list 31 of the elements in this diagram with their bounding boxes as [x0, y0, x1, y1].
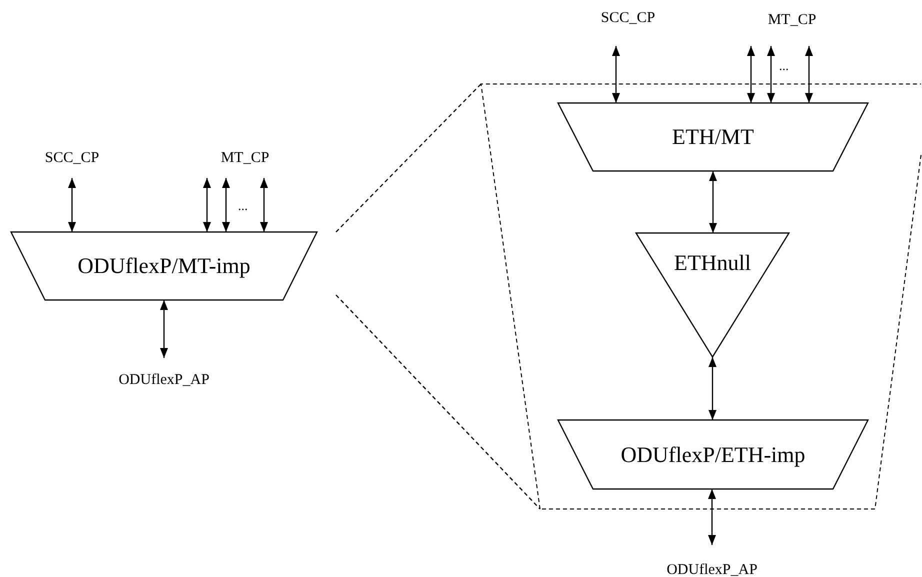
trapezoid-block [558, 103, 868, 171]
double-arrow [160, 300, 168, 358]
zoom-line [336, 294, 540, 510]
double-arrow [612, 46, 620, 103]
block-label: ETHnull [673, 250, 752, 276]
ellipsis-text: ... [779, 59, 789, 73]
double-arrow [222, 178, 230, 232]
double-arrow [709, 171, 717, 233]
block-label: ODUflexP/MT-imp [76, 253, 252, 279]
block-label: ETH/MT [671, 124, 755, 150]
zoom-line [336, 84, 482, 232]
trapezoid-block [558, 420, 868, 489]
port-label: MT_CP [766, 11, 818, 29]
double-arrow [203, 178, 211, 232]
port-label: ODUflexP_AP [118, 371, 210, 389]
double-arrow [747, 46, 755, 103]
double-arrow [767, 46, 775, 103]
triangle-block [636, 233, 789, 357]
port-label: MT_CP [220, 149, 270, 167]
trapezoid-block [11, 232, 317, 300]
double-arrow [805, 46, 813, 103]
double-arrow [68, 178, 76, 232]
port-label: ODUflexP_AP [666, 561, 758, 577]
double-arrow [708, 489, 716, 545]
port-label: SCC_CP [44, 149, 100, 167]
double-arrow [260, 178, 268, 232]
port-label: SCC_CP [600, 9, 656, 27]
block-label: ODUflexP/ETH-imp [620, 442, 806, 468]
dashed-outline [481, 84, 921, 509]
double-arrow [708, 357, 716, 420]
ellipsis-text: ... [238, 199, 248, 213]
